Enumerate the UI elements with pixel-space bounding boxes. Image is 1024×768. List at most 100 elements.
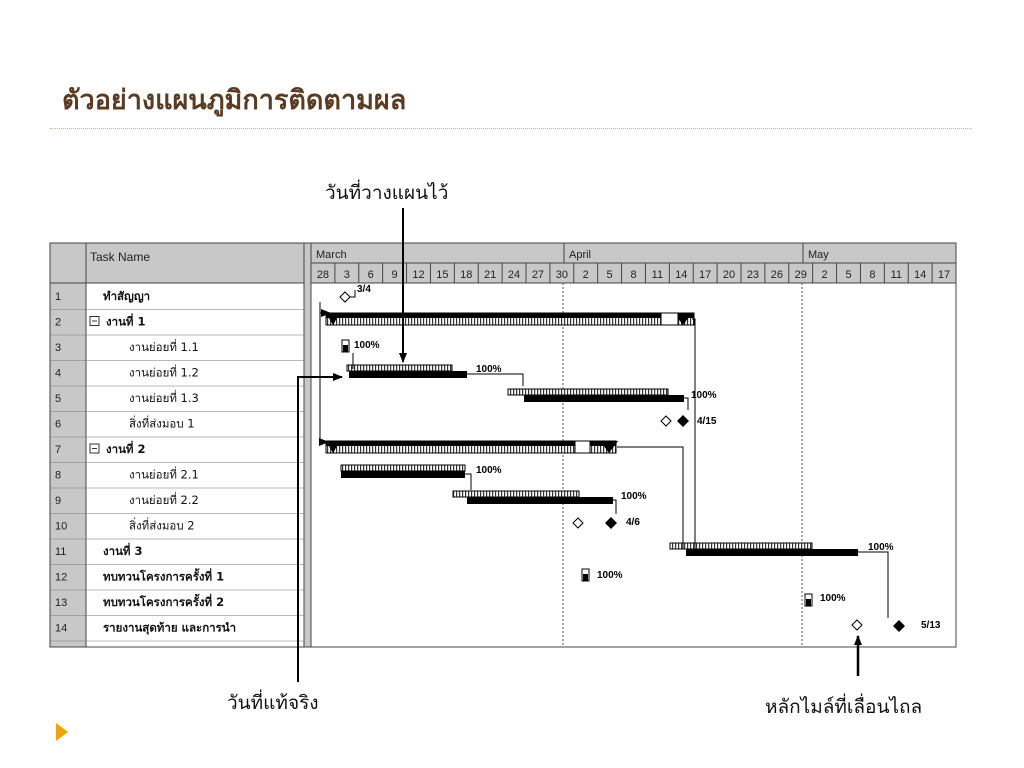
day-tick-label: 29 (795, 269, 807, 281)
task-bar-actual (467, 497, 613, 504)
summary-bar-actual (326, 441, 616, 446)
summary-bar-tail (660, 312, 679, 326)
task-id: 5 (55, 393, 61, 405)
task-id: 3 (55, 342, 61, 354)
task-bar-baseline (507, 388, 669, 396)
day-tick-label: 20 (723, 269, 735, 281)
day-tick-label: 17 (699, 269, 711, 281)
task-link (858, 551, 889, 618)
day-tick-label: 11 (652, 269, 663, 281)
task-name[interactable]: งานย่อยที่ 1.1 (129, 339, 199, 354)
task-bar-actual (349, 371, 467, 378)
task-progress-label: 100% (621, 491, 647, 502)
milestone-baseline (660, 415, 672, 427)
pane-splitter[interactable] (303, 242, 312, 648)
task-bar-progress (583, 574, 588, 581)
month-label: March (316, 249, 347, 261)
task-id: 7 (55, 444, 61, 456)
task-progress-label: 100% (868, 542, 894, 553)
milestone-baseline (851, 619, 863, 631)
task-bar-progress (343, 345, 348, 352)
id-column (49, 282, 87, 648)
task-name[interactable]: สิ่งที่ส่งมอบ 2 (129, 518, 195, 533)
task-bar-baseline (340, 464, 466, 472)
task-id: 4 (55, 368, 61, 380)
task-link (465, 473, 472, 490)
day-tick-label: 3 (344, 269, 350, 281)
task-bar-baseline (669, 542, 813, 550)
day-tick-label: 17 (938, 269, 950, 281)
task-bar-baseline (452, 490, 580, 498)
day-tick-label: 6 (368, 269, 374, 281)
task-link (684, 397, 689, 410)
day-tick-label: 28 (317, 269, 329, 281)
id-column-header (49, 242, 87, 284)
actual-date-arrow (297, 373, 343, 682)
task-id: 14 (55, 623, 67, 635)
day-tick-label: 8 (869, 269, 875, 281)
day-tick-label: 9 (392, 269, 398, 281)
task-id: 13 (55, 597, 67, 609)
slide-bullet-icon (56, 723, 68, 741)
slipped-milestone-callout: หลักไมล์ที่เลื่อนไถล (765, 696, 923, 718)
milestone-actual (893, 620, 905, 632)
month-label: April (569, 249, 591, 261)
task-rows: 1 ทำสัญญา 2 งานที่ 1 3 งานย่อยที่ 1.1 4 งานย่อย… (50, 289, 304, 642)
task-id: 8 (55, 470, 61, 482)
day-tick-label: 5 (607, 269, 613, 281)
month-labels: March April May (310, 243, 829, 263)
task-name[interactable]: ทบทวนโครงการครั้งที่ 1 (103, 568, 224, 584)
task-progress-label: 100% (476, 465, 502, 476)
milestone-date-label: 5/13 (921, 620, 941, 631)
task-link (467, 373, 524, 386)
task-bar-actual (686, 549, 858, 556)
task-name[interactable]: งานย่อยที่ 2.1 (129, 467, 199, 482)
summary-bar-actual (326, 313, 694, 318)
task-name[interactable]: งานที่ 3 (103, 542, 143, 558)
task-name[interactable]: งานย่อยที่ 2.2 (129, 492, 199, 507)
task-name[interactable]: ทบทวนโครงการครั้งที่ 2 (103, 593, 224, 609)
task-name-header: Task Name (90, 250, 150, 264)
slide-title: ตัวอย่างแผนภูมิการติดตามผล (62, 85, 407, 116)
task-name[interactable]: งานย่อยที่ 1.2 (129, 365, 199, 380)
task-name[interactable]: สิ่งที่ส่งมอบ 1 (129, 416, 195, 431)
task-id: 2 (55, 317, 61, 329)
milestone-date-label: 3/4 (357, 284, 371, 295)
day-tick-label: 14 (675, 269, 687, 281)
day-tick-label: 30 (556, 269, 568, 281)
task-bar-progress (806, 599, 811, 606)
task-id: 9 (55, 495, 61, 507)
milestone-actual (677, 415, 689, 427)
task-id: 11 (55, 546, 66, 558)
day-tick-label: 14 (914, 269, 926, 281)
summary-end-cap (600, 441, 618, 453)
task-name[interactable]: รายงานสุดท้าย และการนำ (103, 621, 236, 636)
day-tick-label: 27 (532, 269, 544, 281)
task-progress-label: 100% (820, 593, 846, 604)
milestone-date-label: 4/6 (626, 517, 640, 528)
task-progress-label: 100% (354, 340, 380, 351)
summary-bar-tail (574, 440, 591, 454)
day-tick-label: 12 (412, 269, 424, 281)
task-bar-actual (524, 395, 684, 402)
task-name[interactable]: งานที่ 1 (106, 313, 146, 329)
actual-date-callout: วันที่แท้จริง (227, 692, 319, 714)
task-id: 6 (55, 419, 61, 431)
task-bar-baseline (346, 364, 453, 372)
day-tick-label: 18 (460, 269, 472, 281)
task-progress-label: 100% (597, 570, 623, 581)
month-label: May (808, 249, 829, 261)
task-progress-label: 100% (691, 390, 717, 401)
task-name-column (85, 282, 305, 648)
task-name[interactable]: ทำสัญญา (103, 289, 150, 303)
title-divider (50, 128, 972, 129)
milestone-date-label: 4/15 (697, 416, 717, 427)
task-name[interactable]: งานย่อยที่ 1.3 (129, 390, 199, 405)
day-tick-label: 21 (484, 269, 496, 281)
task-name[interactable]: งานที่ 2 (106, 440, 146, 456)
task-id: 1 (55, 291, 61, 303)
task-link (613, 499, 617, 514)
dependency-link (319, 313, 329, 446)
